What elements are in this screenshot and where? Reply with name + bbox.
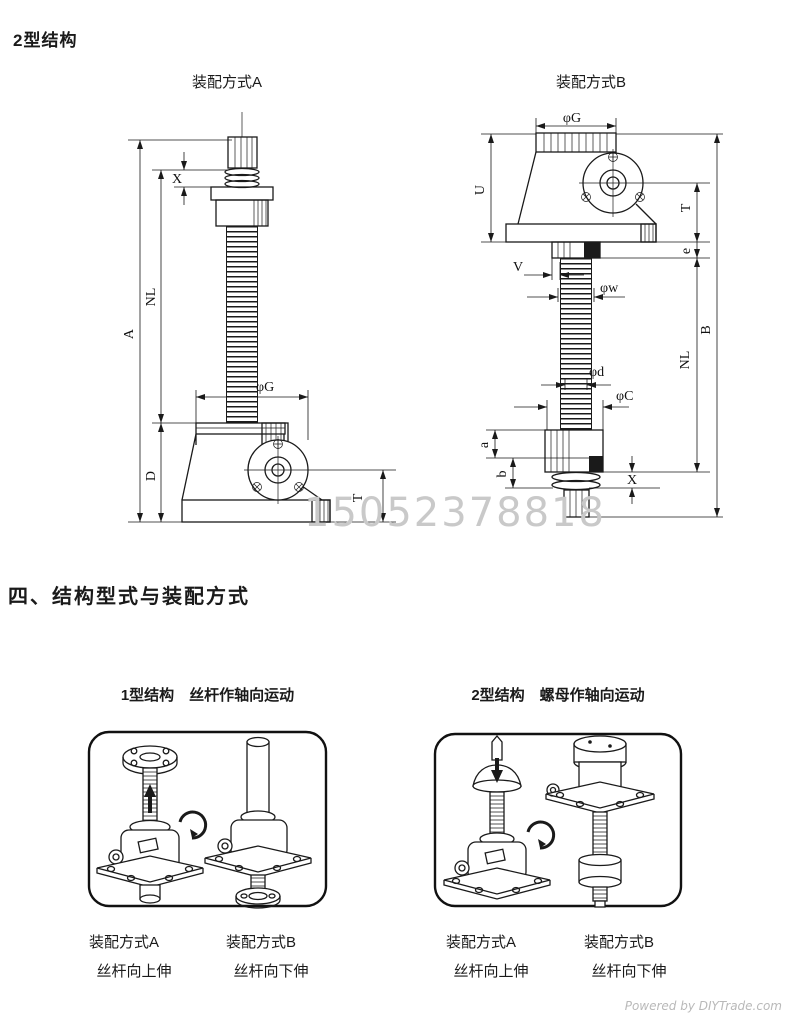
dim-label-e: e bbox=[679, 248, 694, 254]
type1-jack-screw-down bbox=[204, 736, 312, 909]
method-name: 装配方式A bbox=[88, 934, 159, 951]
method-desc: 丝杆向上伸 bbox=[453, 963, 529, 980]
page-title: 2型结构 bbox=[13, 31, 78, 50]
type1-illustration-box bbox=[87, 730, 328, 909]
dim-label-T-b: T bbox=[679, 203, 694, 212]
dim-label-U: U bbox=[473, 185, 488, 195]
type2-jack-nut-up bbox=[443, 734, 556, 900]
method-name: 装配方式B bbox=[583, 934, 654, 951]
dim-label-phiG: φG bbox=[256, 380, 274, 395]
footer-credit: Powered by DIYTrade.com bbox=[624, 999, 782, 1013]
technical-drawing-assembly-b: φG U T e V φw φd φC NL B a b X bbox=[473, 111, 723, 518]
screw-threads-a bbox=[226, 226, 258, 423]
dim-label-b: b bbox=[495, 471, 510, 478]
section-heading: 四、结构型式与装配方式 bbox=[8, 586, 250, 608]
dim-label-NL-b: NL bbox=[678, 351, 693, 370]
type2-jack-nut-down bbox=[545, 735, 655, 908]
type1-caption: 1型结构 丝杆作轴向运动 bbox=[120, 687, 295, 704]
down-arrow bbox=[491, 758, 503, 783]
jack-outline-a bbox=[181, 112, 396, 523]
type2-method-a: 装配方式A 丝杆向上伸 bbox=[416, 933, 546, 982]
dim-label-A: A bbox=[122, 328, 137, 339]
dim-label-X: X bbox=[172, 172, 182, 187]
dim-label-phiW: φw bbox=[600, 281, 619, 296]
screw-threads-b bbox=[560, 258, 592, 430]
rotation-arrow bbox=[178, 810, 208, 840]
dimensions-a: A NL X D φG T bbox=[122, 139, 396, 523]
type2-method-b: 装配方式B 丝杆向下伸 bbox=[554, 933, 684, 982]
drawing-a-title: 装配方式A bbox=[191, 74, 262, 91]
jack-outline-b bbox=[505, 132, 710, 518]
dim-label-B: B bbox=[699, 325, 714, 334]
method-desc: 丝杆向上伸 bbox=[96, 963, 172, 980]
dim-label-V: V bbox=[513, 260, 523, 275]
dim-label-D: D bbox=[144, 471, 159, 481]
dimensions-b: φG U T e V φw φd φC NL B a b X bbox=[473, 111, 723, 518]
type2-caption: 2型结构 螺母作轴向运动 bbox=[471, 687, 645, 704]
dim-label-T: T bbox=[351, 493, 366, 502]
dim-label-X-b: X bbox=[627, 473, 637, 488]
method-name: 装配方式B bbox=[225, 934, 296, 951]
type2-illustration-box bbox=[433, 732, 683, 908]
dim-label-phiD: φd bbox=[589, 365, 604, 380]
technical-drawing-assembly-a: A NL X D φG T bbox=[122, 112, 396, 523]
method-desc: 丝杆向下伸 bbox=[591, 963, 667, 980]
up-arrow bbox=[144, 784, 156, 813]
dim-label-NL: NL bbox=[144, 288, 159, 307]
type1-method-b: 装配方式B 丝杆向下伸 bbox=[196, 933, 326, 982]
drawing-b-title: 装配方式B bbox=[555, 74, 626, 91]
method-name: 装配方式A bbox=[445, 934, 516, 951]
dim-label-a: a bbox=[477, 441, 492, 448]
dim-label-phiC: φC bbox=[616, 389, 633, 404]
method-desc: 丝杆向下伸 bbox=[233, 963, 309, 980]
type1-jack-screw-up bbox=[96, 745, 208, 904]
dim-label-phiG-b: φG bbox=[563, 111, 581, 126]
rotation-arrow bbox=[526, 820, 556, 850]
type1-method-a: 装配方式A 丝杆向上伸 bbox=[59, 933, 189, 982]
